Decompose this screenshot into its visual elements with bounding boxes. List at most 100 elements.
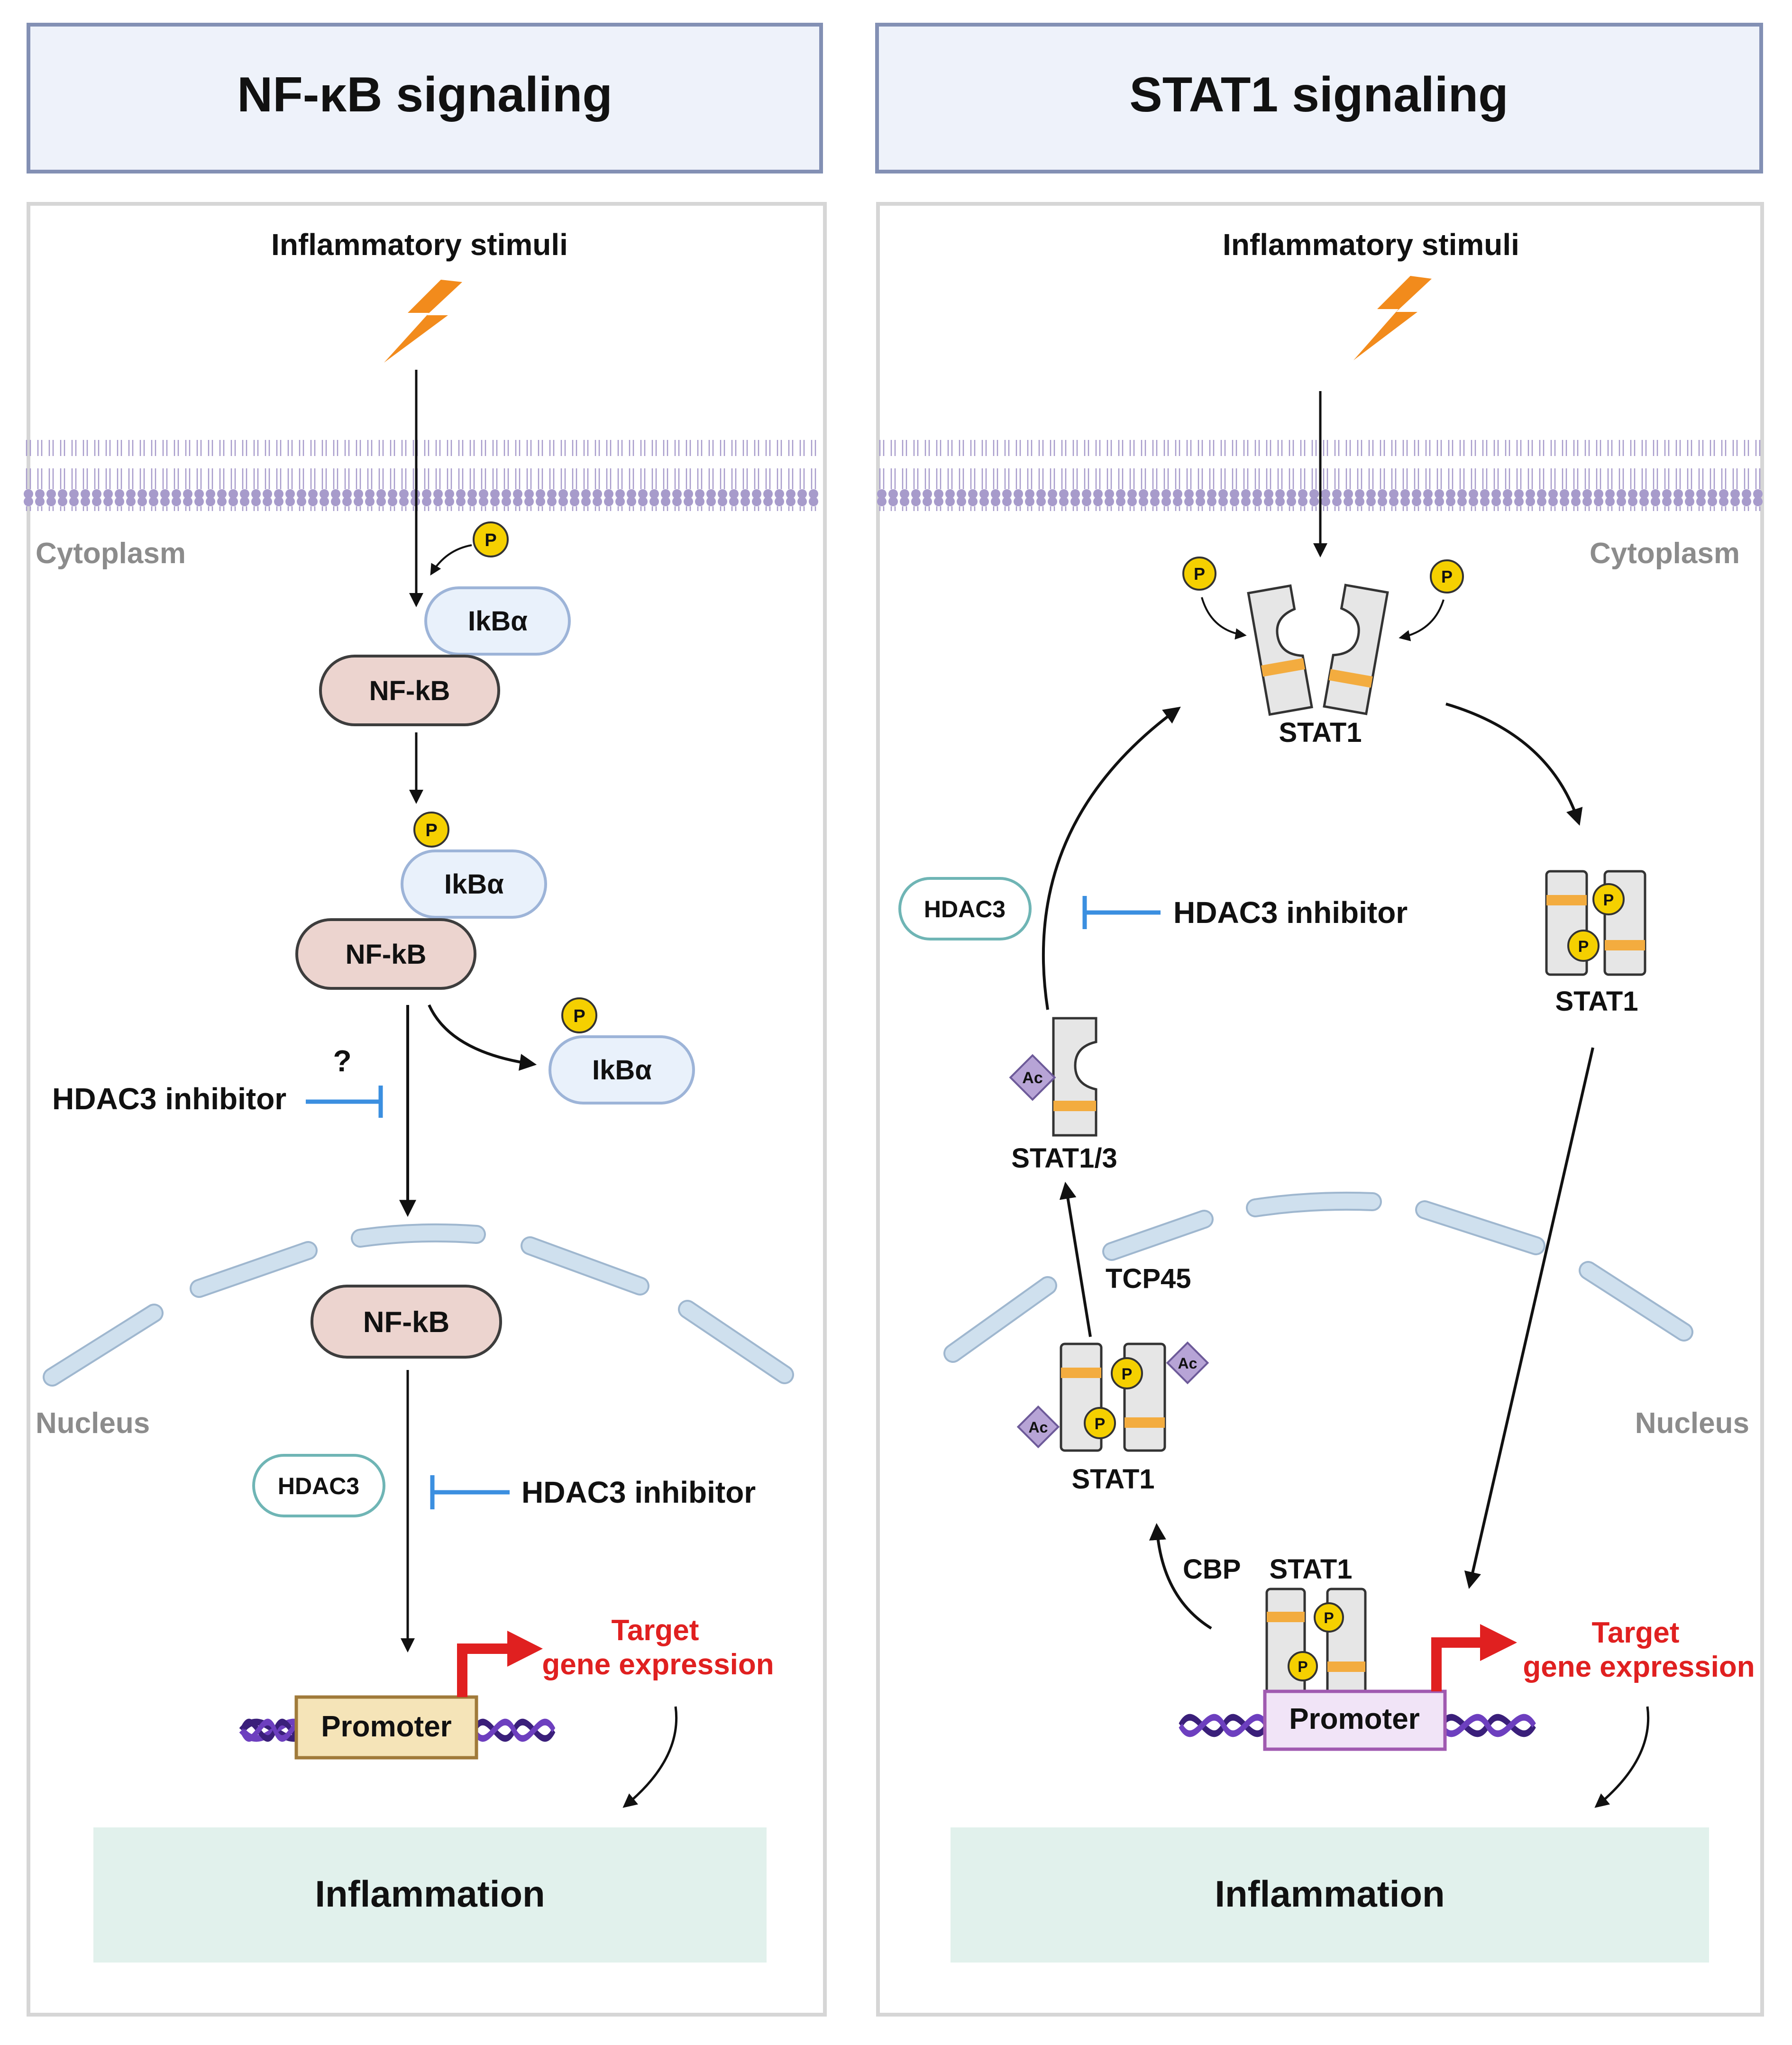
- right-nucleus-label: Nucleus: [1635, 1407, 1749, 1440]
- right-dimerization-arrow: [1445, 703, 1583, 826]
- svg-text:NF-kB: NF-kB: [346, 939, 427, 970]
- stat1-label-promoter: STAT1: [1269, 1554, 1352, 1585]
- svg-text:Ac: Ac: [1022, 1069, 1042, 1087]
- left-header-box: [27, 23, 823, 173]
- left-inhibitor-label-2: HDAC3 inhibitor: [521, 1475, 756, 1509]
- right-stimuli-label: Inflammatory stimuli: [1223, 228, 1519, 262]
- right-phos-arrow-b: [1399, 599, 1445, 641]
- tcp45-label: TCP45: [1106, 1263, 1191, 1294]
- left-panel: NF-κB signaling Inflammatory stimuli Cyt…: [24, 23, 827, 2017]
- svg-text:P: P: [425, 821, 437, 840]
- ikba-1: IkBα: [424, 586, 571, 656]
- left-phosphate-1: P: [473, 521, 509, 557]
- right-recycle-arrow: [1042, 706, 1181, 1010]
- left-cytoplasm-label: Cytoplasm: [36, 537, 186, 570]
- nfkb-nuclear: NF-kB: [311, 1285, 502, 1359]
- stat1-monomer-left: [1247, 584, 1313, 716]
- left-nucleus-label: Nucleus: [36, 1407, 150, 1440]
- right-cbp-arrow: [1149, 1523, 1212, 1630]
- left-inhibition-symbol-1: [306, 1086, 383, 1118]
- left-nuclear-membrane: [43, 1223, 794, 1387]
- svg-text:P: P: [1578, 938, 1589, 956]
- svg-text:P: P: [1194, 564, 1205, 584]
- stat1-acetylated-dimer: P P: [1060, 1342, 1166, 1452]
- left-lightning-icon: [384, 280, 462, 363]
- svg-text:HDAC3: HDAC3: [924, 896, 1006, 922]
- svg-text:Ac: Ac: [1029, 1419, 1048, 1436]
- svg-text:IkBα: IkBα: [592, 1055, 652, 1086]
- left-target-arrowhead: [507, 1631, 543, 1667]
- left-inflammation-label: Inflammation: [315, 1873, 545, 1915]
- right-cytoplasm-label: Cytoplasm: [1590, 537, 1740, 570]
- svg-text:P: P: [485, 530, 496, 550]
- right-target-line2: gene expression: [1523, 1651, 1755, 1683]
- left-target-line2: gene expression: [542, 1648, 774, 1681]
- left-phosphate-arrow: [430, 544, 472, 576]
- left-title: NF-κB signaling: [237, 67, 613, 122]
- stat1-monomer-right: [1323, 584, 1389, 715]
- nfkb-1: NF-kB: [319, 655, 500, 726]
- svg-text:Ac: Ac: [1178, 1355, 1198, 1372]
- right-promoter: Promoter: [1263, 1689, 1447, 1751]
- svg-text:P: P: [573, 1006, 585, 1026]
- right-phos-arrow-a: [1201, 597, 1247, 640]
- right-inhibition-symbol: [1082, 896, 1161, 929]
- left-phosphate-2: P: [413, 812, 449, 848]
- left-stimuli-label: Inflammatory stimuli: [271, 228, 568, 262]
- stat13-label: STAT1/3: [1011, 1143, 1117, 1174]
- acetyl-3: Ac: [1016, 1405, 1060, 1449]
- stat1-label-acetylated: STAT1: [1071, 1464, 1154, 1495]
- left-inflammation-box: [93, 1827, 767, 1963]
- left-hdac3: HDAC3: [252, 1454, 385, 1517]
- svg-text:NF-kB: NF-kB: [363, 1306, 450, 1339]
- left-question-mark: ?: [333, 1044, 351, 1078]
- stat1-label-dimer: STAT1: [1555, 986, 1638, 1017]
- right-hdac3: HDAC3: [898, 877, 1032, 940]
- right-header-box: [875, 23, 1763, 173]
- stat1-label-top: STAT1: [1279, 717, 1362, 748]
- cbp-label: CBP: [1183, 1554, 1241, 1585]
- left-cell-membrane: [24, 440, 820, 511]
- left-inhibitor-label-1: HDAC3 inhibitor: [52, 1082, 286, 1116]
- left-inflammation-arrow: [622, 1706, 678, 1808]
- right-target-arrow-icon: [1431, 1637, 1484, 1691]
- left-target-line1: Target: [612, 1614, 699, 1647]
- stat13-monomer: [1052, 1017, 1097, 1137]
- right-panel: STAT1 signaling Inflammatory stimuli Cyt…: [875, 23, 1764, 2017]
- right-lightning-icon: [1353, 276, 1432, 360]
- left-promoter: Promoter: [294, 1695, 478, 1760]
- svg-text:NF-kB: NF-kB: [369, 676, 450, 706]
- stat1-promoter-dimer: P P: [1265, 1588, 1367, 1697]
- right-target-line1: Target: [1592, 1616, 1680, 1649]
- svg-text:P: P: [1324, 1609, 1334, 1626]
- stat1-dimer-cytoplasm: P P: [1545, 870, 1646, 976]
- acetyl-2: Ac: [1166, 1341, 1209, 1385]
- right-phosphate-b: P: [1430, 559, 1464, 593]
- left-release-arrow: [428, 1004, 537, 1071]
- right-nuclear-membrane: [943, 1191, 1693, 1363]
- nfkb-2: NF-kB: [295, 918, 476, 990]
- right-nuclear-import-arrow: [1464, 1047, 1594, 1589]
- right-inflammation-arrow: [1594, 1706, 1650, 1808]
- left-inhibition-symbol-2: [430, 1475, 510, 1509]
- right-inflammation-label: Inflammation: [1215, 1873, 1445, 1915]
- left-target-arrow-icon: [457, 1643, 512, 1697]
- right-target-arrowhead: [1480, 1624, 1517, 1661]
- right-inflammation-box: [951, 1827, 1709, 1963]
- left-phosphate-3: P: [561, 997, 597, 1033]
- svg-text:P: P: [1441, 567, 1453, 586]
- svg-text:Promoter: Promoter: [1289, 1703, 1420, 1735]
- right-export-arrow: [1059, 1181, 1092, 1337]
- right-title: STAT1 signaling: [1129, 67, 1508, 122]
- svg-text:P: P: [1122, 1365, 1133, 1383]
- svg-text:P: P: [1603, 891, 1614, 909]
- svg-text:HDAC3: HDAC3: [278, 1473, 359, 1499]
- ikba-2: IkBα: [401, 849, 547, 919]
- svg-text:P: P: [1095, 1415, 1106, 1433]
- svg-text:IkBα: IkBα: [444, 869, 504, 900]
- svg-text:Promoter: Promoter: [321, 1710, 452, 1743]
- svg-text:P: P: [1298, 1658, 1307, 1675]
- right-inhibitor-label: HDAC3 inhibitor: [1173, 895, 1408, 930]
- svg-text:IkBα: IkBα: [468, 606, 528, 637]
